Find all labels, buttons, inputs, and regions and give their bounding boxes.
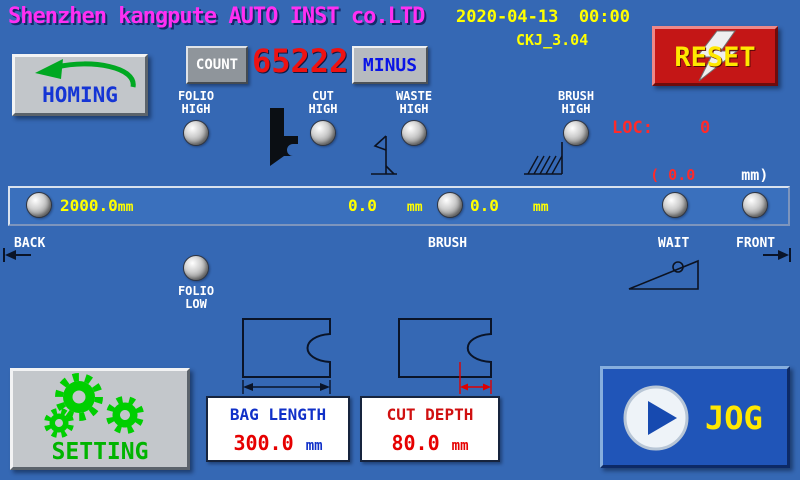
minus-button[interactable]: MINUS <box>352 46 428 84</box>
cut-depth-label: CUT DEPTH <box>386 405 474 424</box>
folio-high-line1: FOLIO <box>177 89 215 103</box>
folio-low-lamp <box>183 255 209 281</box>
loc-value: 0 <box>700 118 711 138</box>
label-back: BACK <box>14 236 46 251</box>
track-lamp-front <box>742 192 768 218</box>
brush-high-line1: BRUSH <box>557 89 595 103</box>
cut-depth-value: 80.0 <box>391 431 440 455</box>
company-title: Shenzhen kangpute AUTO INST co.LTD <box>8 4 425 29</box>
bag-length-field[interactable]: BAG LENGTH 300.0 mm <box>206 396 350 462</box>
brush-high-line2: HIGH <box>561 102 591 116</box>
datetime: 2020-04-13 00:00 <box>456 7 630 27</box>
waste-high-line1: WASTE <box>395 89 433 103</box>
track-pos3-unit: mm <box>532 200 549 215</box>
track-pos3-value: 0.0 <box>470 196 499 215</box>
track-pos1: 2000.0mm <box>60 196 133 215</box>
reset-button[interactable]: RESET <box>652 26 778 86</box>
cut-depth-value-row: 80.0 mm <box>362 431 498 455</box>
jog-button[interactable]: JOG <box>600 366 790 468</box>
homing-arrow-icon <box>35 59 136 88</box>
minus-label: MINUS <box>362 54 418 76</box>
bag-length-value: 300.0 <box>233 431 294 455</box>
folio-low-line1: FOLIO <box>177 284 215 298</box>
folio-high-lamp <box>183 120 209 146</box>
bag-length-label: BAG LENGTH <box>229 405 327 424</box>
brush-high-lamp <box>563 120 589 146</box>
right-limit-arrow-icon <box>763 248 791 262</box>
loc-detail-unit: mm) <box>741 166 769 184</box>
version: CKJ_3.04 <box>516 31 589 49</box>
wedge-roller-icon <box>628 259 699 290</box>
track-pos1-unit: mm <box>117 200 134 215</box>
folio-high-label: FOLIO HIGH <box>168 90 224 116</box>
homing-button[interactable]: HOMING <box>12 54 148 116</box>
cut-high-line1: CUT <box>312 89 334 103</box>
waste-icon <box>371 135 397 175</box>
play-icon <box>623 385 689 451</box>
label-front: FRONT <box>736 236 776 251</box>
cutter-icon <box>270 108 298 166</box>
brush-icon <box>524 142 563 175</box>
count-value: 65222 <box>252 42 349 80</box>
bag-shape-cutdepth-diagram <box>398 318 492 394</box>
folio-low-line2: LOW <box>185 297 207 311</box>
waste-high-line2: HIGH <box>399 102 429 116</box>
track-pos2: 0.0 mm <box>348 196 423 215</box>
brush-high-label: BRUSH HIGH <box>548 90 604 116</box>
track-pos3: 0.0 mm <box>470 196 549 215</box>
homing-label: HOMING <box>42 83 118 107</box>
track-lamp-wait <box>662 192 688 218</box>
loc-detail: ( 0.0 mm) <box>614 148 768 202</box>
cut-depth-field[interactable]: CUT DEPTH 80.0 mm <box>360 396 500 462</box>
track-pos1-value: 2000.0 <box>60 196 118 215</box>
folio-high-line2: HIGH <box>181 102 211 116</box>
cut-high-line2: HIGH <box>308 102 338 116</box>
count-label: COUNT <box>195 57 239 73</box>
loc-label: LOC: <box>612 118 653 138</box>
left-limit-arrow-icon <box>3 248 31 262</box>
waste-high-lamp <box>401 120 427 146</box>
bag-shape-length-diagram <box>242 318 331 394</box>
folio-low-label: FOLIO LOW <box>168 285 224 311</box>
label-wait: WAIT <box>658 236 690 251</box>
waste-high-label: WASTE HIGH <box>386 90 442 116</box>
cut-high-lamp <box>310 120 336 146</box>
jog-label: JOG <box>705 399 763 437</box>
setting-label: SETTING <box>51 439 149 465</box>
gears-icon <box>44 373 144 438</box>
bag-length-unit: mm <box>305 438 323 454</box>
setting-button[interactable]: SETTING <box>10 368 190 470</box>
track-pos2-unit: mm <box>406 200 423 215</box>
cut-depth-unit: mm <box>451 438 469 454</box>
count-button[interactable]: COUNT <box>186 46 248 84</box>
label-brush: BRUSH <box>428 236 468 251</box>
track-lamp-brush <box>437 192 463 218</box>
track-pos2-value: 0.0 <box>348 196 377 215</box>
lightning-icon <box>695 30 739 82</box>
track-lamp-back <box>26 192 52 218</box>
reset-label: RESET <box>674 42 756 73</box>
loc-detail-value: ( 0.0 <box>650 166 696 184</box>
cut-high-label: CUT HIGH <box>295 90 351 116</box>
bag-length-value-row: 300.0 mm <box>208 431 348 455</box>
